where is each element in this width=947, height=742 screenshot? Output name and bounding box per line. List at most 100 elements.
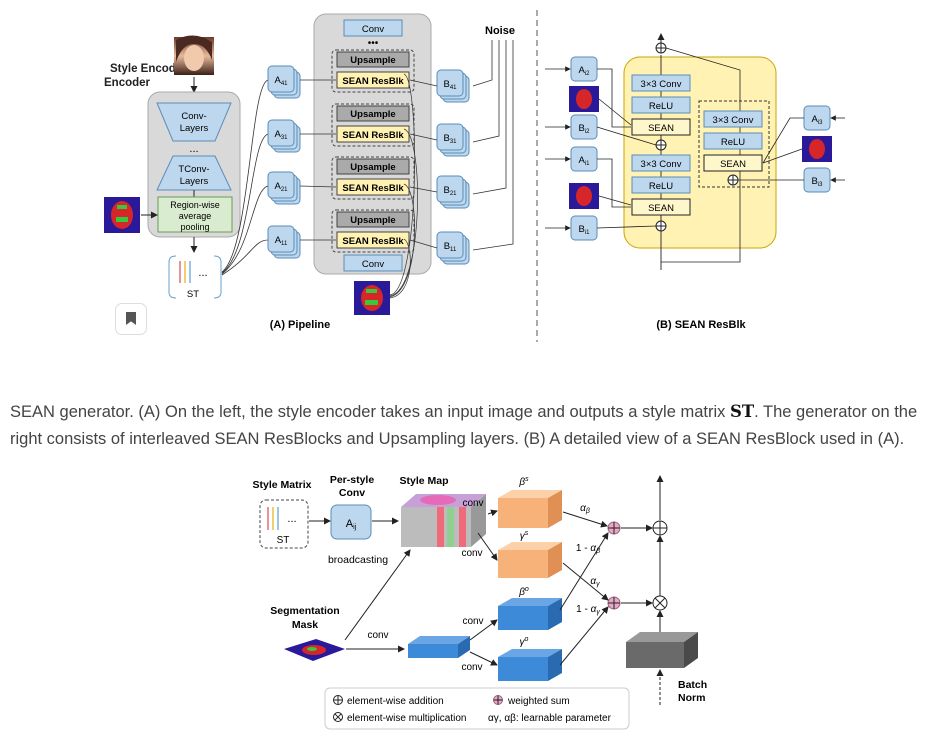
sean-resblk-label: SEAN ResBlk [342,183,404,194]
a-ij-block [330,504,372,540]
conv-label-mask: conv [367,630,388,641]
region-pooling-label-2: average [179,211,212,221]
svg-text:ST: ST [277,535,290,546]
style-encoder-title: Style Encoder [110,63,187,75]
caption-part-1: SEAN generator. (A) On the left, the sty… [10,402,730,421]
alpha-beta-label: αβ [580,503,590,515]
st-to-a-connections [221,79,269,276]
segmentation-mask-input [104,197,140,233]
conv-label-3: conv [462,616,483,627]
sean-resblk-label: SEAN ResBlk [342,236,404,247]
svg-text:...: ... [287,513,296,525]
style-encoder-title-line2: Encoder [104,77,151,89]
caption-bold-st: ST [729,401,755,421]
input-face-image [174,35,214,75]
gamma-s-cube [498,542,562,578]
style-map-title: Style Map [399,475,448,487]
sean-resblk-label: SEAN ResBlk [342,76,404,87]
svg-text:Bi2: Bi2 [578,123,590,135]
legend-box [324,687,630,730]
svg-text:αγ, αβ: learnable parameter: αγ, αβ: learnable parameter [488,713,612,724]
svg-text:ReLU: ReLU [721,137,745,148]
element-mul-node [652,595,668,611]
bookmark-icon [126,312,136,325]
seg-mask-title: Segmentation [270,605,339,617]
weighted-sum-gamma [607,596,621,610]
svg-text:Ai3: Ai3 [811,114,823,126]
mask-feature-cube [408,636,470,658]
pipeline-label: (A) Pipeline [270,319,331,331]
a-block-a11: A11 [267,225,301,259]
b-block-b41: B41 [436,69,470,103]
svg-text:Aij: Aij [346,518,357,531]
svg-text:3×3 Conv: 3×3 Conv [641,79,682,90]
upsample-label: Upsample [350,55,395,66]
weighted-sum-arrows [559,511,653,666]
svg-text:3×3 Conv: 3×3 Conv [713,115,754,126]
per-style-conv-title: Per-style [330,474,375,486]
style-matrix-box: ... ST [259,499,309,549]
conv-arrows [469,509,498,666]
broadcasting-label: broadcasting [328,554,388,566]
conv-label-4: conv [461,662,482,673]
svg-text:Bi3: Bi3 [811,176,823,188]
mask-to-sean-connections [389,73,418,299]
a-block-a21: A21 [267,171,301,205]
batch-norm-label: Batch [678,679,707,691]
segmentation-mask-generator [354,281,390,315]
figure-caption: SEAN generator. (A) On the left, the sty… [10,398,940,453]
seg-mask-plane [284,639,345,661]
noise-label: Noise [485,25,515,37]
caption-part-2: . The generator on the right consists of… [10,402,918,448]
alpha-gamma-label: αγ [590,576,600,588]
conv-top-label: Conv [362,24,384,35]
element-add-node [652,520,668,536]
upsample-label: Upsample [350,215,395,226]
svg-text:ReLU: ReLU [649,181,673,192]
batch-norm-label-2: Norm [678,692,705,704]
beta-s-label: βs [518,476,529,488]
st-label: ST [187,289,199,300]
conv-layers-label: Conv- [181,111,206,122]
conv-label-1: conv [462,498,483,509]
resblk-right-column: 3×3 Conv ReLU SEAN [703,110,763,186]
st-dots: ... [198,267,207,279]
b-block-b31: B31 [436,123,470,157]
tconv-layers-block [156,155,232,191]
style-matrix-title: Style Matrix [253,479,312,491]
conv-label-2: conv [461,548,482,559]
batch-norm-cube [626,632,698,668]
noise-lines [472,40,514,251]
svg-text:element-wise multiplication: element-wise multiplication [347,713,467,724]
svg-text:SEAN: SEAN [648,203,674,214]
a-block-a41: A41 [267,65,301,99]
tconv-layers-label: TConv- [178,164,209,175]
one-minus-alpha-beta-label: 1 - αβ [576,543,600,555]
resblk-input-arrows [545,66,845,231]
a-block-a31: A31 [267,119,301,153]
style-matrix-st: ... ST [168,255,222,300]
conv-top-block [343,19,403,37]
gamma-o-label: γo [520,636,529,648]
bookmark-button[interactable] [115,303,147,335]
tconv-layers-label-2: Layers [180,176,209,187]
svg-text:Ai1: Ai1 [578,155,590,167]
seg-mask-title-2: Mask [292,619,318,631]
region-pooling-label-3: pooling [180,222,209,232]
resblk-title: (B) SEAN ResBlk [656,319,746,331]
svg-text:weighted sum: weighted sum [507,696,570,707]
legend-items: element-wise addition element-wise multi… [333,695,612,724]
conv-bottom-label: Conv [362,259,384,270]
svg-text:SEAN: SEAN [648,123,674,134]
resblk-left-column: 3×3 Conv ReLU SEAN 3×3 Conv ReLU SEAN [631,74,691,232]
upsample-label: Upsample [350,109,395,120]
gamma-o-cube [498,649,562,681]
gamma-s-label: γs [520,530,529,542]
style-map-cube [401,494,486,547]
beta-o-label: βo [518,586,529,598]
region-pooling-label: Region-wise [170,200,220,210]
